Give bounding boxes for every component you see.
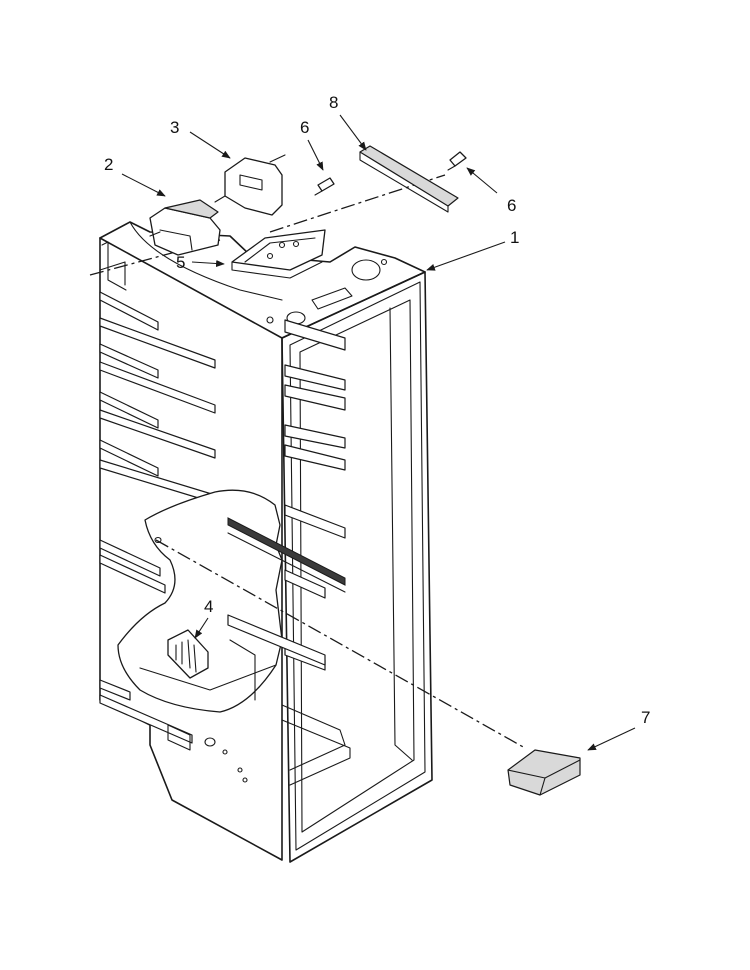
control-box-part	[149, 199, 221, 256]
callout-8: 8	[329, 93, 338, 112]
callout-4: 4	[204, 597, 213, 616]
callout-6-top: 6	[300, 118, 309, 137]
trim-strip-part	[359, 145, 459, 213]
callout-leaders	[121, 114, 636, 751]
bracket-part	[214, 154, 286, 216]
callout-6-right: 6	[507, 196, 516, 215]
callout-5: 5	[176, 253, 185, 272]
left-shelf-rails	[99, 291, 216, 744]
screw-right-part	[447, 151, 467, 171]
callout-3: 3	[170, 118, 179, 137]
callout-2: 2	[104, 155, 113, 174]
callout-7: 7	[641, 708, 650, 727]
right-shelf-rails	[284, 319, 346, 671]
light-housing-part	[231, 229, 326, 279]
cutaway-outline	[117, 489, 283, 713]
callout-labels: 1 2 3 4 5 6 6 7 8	[104, 93, 650, 727]
callout-1: 1	[510, 228, 519, 247]
front-trim-part	[507, 749, 581, 796]
screw-top-part	[314, 177, 335, 196]
refrigerator-liner	[99, 221, 433, 863]
rear-vent-part	[167, 629, 209, 679]
